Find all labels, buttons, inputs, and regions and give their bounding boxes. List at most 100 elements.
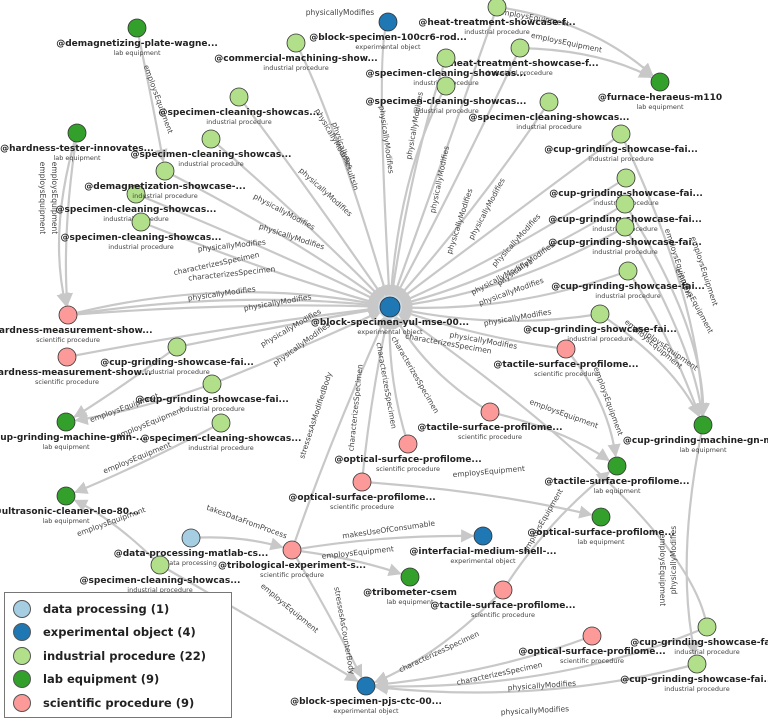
node-tspl[interactable]: @tactile-surface-profilome...lab equipme… — [544, 456, 690, 495]
node-cgs6[interactable]: @cup-grinding-showcase-fai...industrial … — [523, 304, 677, 343]
node-circle[interactable] — [379, 296, 401, 318]
node-label: @hardness-measurement-show... — [0, 326, 153, 336]
node-tribo_exp[interactable]: @tribological-experiment-s...scientific … — [218, 540, 366, 579]
edge-e40 — [360, 315, 392, 483]
node-circle[interactable] — [356, 676, 376, 696]
node-extra-1[interactable]: @cup-grinding-showcase-fai...industrial … — [620, 654, 768, 693]
node-scs8[interactable]: @specimen-cleaning-showcas...industrial … — [141, 413, 302, 452]
node-circle[interactable] — [167, 337, 187, 357]
node-circle[interactable] — [56, 412, 76, 432]
node-circle[interactable] — [181, 528, 201, 548]
node-tsp2[interactable]: @tactile-surface-profilome...scientific … — [417, 402, 563, 441]
node-osp3[interactable]: @optical-surface-profilome...scientific … — [518, 626, 666, 665]
node-circle[interactable] — [539, 92, 559, 112]
node-circle[interactable] — [150, 555, 170, 575]
node-cgs5[interactable]: @cup-grinding-showcase-fai...industrial … — [551, 261, 705, 300]
node-hms1[interactable]: @hardness-measurement-show...scientific … — [0, 305, 153, 344]
node-category: industrial procedure — [188, 444, 253, 452]
node-tsp1[interactable]: @tactile-surface-profilome...scientific … — [493, 339, 639, 378]
node-circle[interactable] — [155, 161, 175, 181]
node-dpm[interactable]: @data-processing-matlab-cs...data proces… — [114, 528, 269, 567]
edge-e27 — [398, 269, 629, 315]
node-circle[interactable] — [378, 12, 398, 32]
node-cgs8[interactable]: @cup-grinding-showcase-fai...industrial … — [135, 374, 289, 413]
node-commach[interactable]: @commercial-machining-show...industrial … — [214, 33, 378, 72]
node-circle[interactable] — [687, 654, 707, 674]
node-circle[interactable] — [202, 374, 222, 394]
node-circle[interactable] — [131, 212, 151, 232]
node-circle[interactable] — [57, 347, 77, 367]
node-osp2[interactable]: @optical-surface-profilome...scientific … — [288, 472, 436, 511]
node-tsp3[interactable]: @tactile-surface-profilome...scientific … — [430, 580, 576, 619]
node-circle[interactable] — [590, 304, 610, 324]
node-circle[interactable] — [615, 217, 635, 237]
node-interfacial[interactable]: @interfacial-medium-shell-...experimenta… — [409, 526, 557, 565]
node-circle[interactable] — [352, 472, 372, 492]
node-cgs9[interactable]: @cup-grinding-showcase-fai...industrial … — [630, 617, 768, 656]
node-circle[interactable] — [56, 486, 76, 506]
edge-e49 — [361, 480, 593, 519]
node-circle[interactable] — [282, 540, 302, 560]
node-blkpjs[interactable]: @block-specimen-pjs-ctc-00...experimenta… — [290, 676, 442, 715]
node-blk100[interactable]: @block-specimen-100cr6-rod...experimenta… — [309, 12, 467, 51]
edge-e36 — [393, 314, 491, 413]
node-circle[interactable] — [229, 87, 249, 107]
node-circle[interactable] — [616, 168, 636, 188]
node-heat1[interactable]: @heat-treatment-showcase-f...industrial … — [418, 0, 576, 36]
node-circle[interactable] — [487, 0, 507, 17]
node-demag_plate[interactable]: @demagnetizing-plate-wagne...lab equipme… — [56, 18, 218, 57]
node-category: industrial procedure — [592, 248, 657, 256]
node-cgmgmn[interactable]: @cup-grinding-machine-gmn-...lab equipme… — [0, 412, 146, 451]
node-circle[interactable] — [398, 434, 418, 454]
node-demagsc[interactable]: @demagnetization-showcase-...industrial … — [84, 161, 246, 200]
node-extra-0[interactable]: @specimen-cleaning-showcas...industrial … — [80, 555, 241, 594]
node-cgs4[interactable]: @cup-grinding-showcase-fai...industrial … — [548, 217, 702, 256]
edge-e56 — [685, 424, 705, 656]
node-center[interactable]: @block-specimen-yul-mse-00...experimenta… — [311, 295, 469, 336]
node-cgs1[interactable]: @cup-grinding-showcase-fai...industrial … — [544, 124, 698, 163]
node-scs7[interactable]: @specimen-cleaning-showcas...industrial … — [61, 212, 222, 251]
node-hardtester[interactable]: @hardness-tester-innovates...lab equipme… — [0, 123, 154, 162]
node-circle[interactable] — [615, 194, 635, 214]
node-circle[interactable] — [436, 48, 456, 68]
node-circle[interactable] — [493, 580, 513, 600]
node-circle[interactable] — [650, 72, 670, 92]
node-circle[interactable] — [693, 415, 713, 435]
node-circle[interactable] — [480, 402, 500, 422]
node-circle[interactable] — [697, 617, 717, 637]
node-heat2[interactable]: @heat-treatment-showcase-f...industrial … — [441, 38, 599, 77]
node-circle[interactable] — [127, 18, 147, 38]
node-scs5[interactable]: @specimen-cleaning-showcas...industrial … — [131, 129, 292, 168]
node-circle[interactable] — [58, 305, 78, 325]
node-circle[interactable] — [591, 507, 611, 527]
node-cgmgnm[interactable]: @cup-grinding-machine-gn-m...lab equipme… — [623, 415, 768, 454]
node-circle[interactable] — [400, 567, 420, 587]
node-circle[interactable] — [510, 38, 530, 58]
node-category: industrial procedure — [127, 586, 192, 594]
node-circle[interactable] — [436, 76, 456, 96]
node-circle[interactable] — [286, 33, 306, 53]
node-cgs7[interactable]: @cup-grinding-showcase-fai...industrial … — [100, 337, 254, 376]
node-ultra[interactable]: @ultrasonic-cleaner-leo-80...lab equipme… — [0, 486, 139, 525]
node-circle[interactable] — [126, 184, 146, 204]
node-scs4[interactable]: @specimen-cleaning-showcas...industrial … — [469, 92, 630, 131]
node-circle[interactable] — [556, 339, 576, 359]
node-circle[interactable] — [618, 261, 638, 281]
edge-e41 — [73, 346, 178, 418]
node-circle[interactable] — [607, 456, 627, 476]
node-circle[interactable] — [611, 124, 631, 144]
node-ospl[interactable]: @optical-surface-profilome...lab equipme… — [527, 507, 675, 546]
node-circle[interactable] — [582, 626, 602, 646]
node-hms2[interactable]: @hardness-measurement-show...scientific … — [0, 347, 152, 386]
node-osp1[interactable]: @optical-surface-profilome...scientific … — [334, 434, 482, 473]
node-label: @optical-surface-profilome... — [288, 493, 435, 503]
node-circle[interactable] — [201, 129, 221, 149]
node-scs3[interactable]: @specimen-cleaning-showcas...industrial … — [159, 87, 320, 126]
edge-label: stressesAsModifiedBody — [297, 370, 334, 460]
node-circle[interactable] — [67, 123, 87, 143]
node-circle[interactable] — [473, 526, 493, 546]
node-circle[interactable] — [211, 413, 231, 433]
node-scs2[interactable]: @specimen-cleaning-showcas...industrial … — [366, 76, 527, 115]
